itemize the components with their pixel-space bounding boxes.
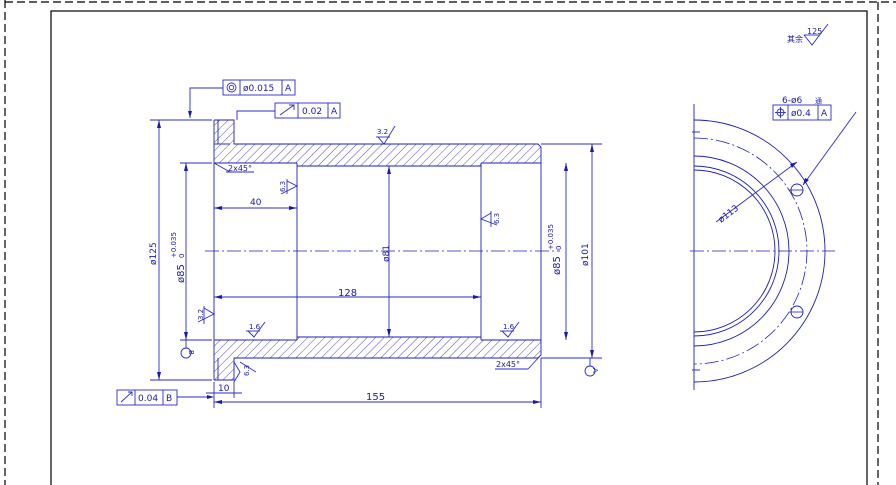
- runout-bottom-datum: B: [166, 394, 172, 404]
- drawing-frame: [50, 10, 868, 485]
- pcd-text: ø113: [717, 204, 741, 226]
- bottom-wall-hatch: [214, 337, 541, 380]
- dim-tol-85-right-up: +0.035: [547, 224, 555, 250]
- tolerance-frame-concentricity: ø0.015 A: [188, 79, 296, 118]
- dim-text-40: 40: [250, 198, 262, 208]
- general-roughness-note: 其余 125: [787, 23, 829, 46]
- roughness-6-3-c: 6.3: [233, 361, 257, 383]
- holes-label: 6-ø6: [782, 96, 802, 106]
- roughness-6-3-a: 6.3: [279, 179, 299, 195]
- tolerance-frame-runout-top: 0.02 A: [236, 102, 341, 120]
- position-icon: [775, 107, 786, 118]
- holes-suffix: 通: [815, 96, 822, 105]
- outline-top: [214, 119, 542, 163]
- dim-text-85-right: ø85: [552, 256, 563, 275]
- roughness-6-3-a-text: 6.3: [279, 181, 287, 192]
- dim-text-128: 128: [338, 288, 357, 299]
- concentricity-datum: A: [285, 84, 292, 94]
- chamfer-leader-bottom: [527, 354, 542, 370]
- pcd-dim-arrow: [790, 162, 797, 168]
- top-wall-hatch: [214, 120, 541, 166]
- holes-leader-line: [802, 111, 857, 186]
- general-roughness-prefix: 其余: [787, 34, 803, 44]
- pcd-dim-line: [715, 161, 798, 223]
- dim-text-10: 10: [218, 384, 230, 394]
- roughness-3-2-left: 3.2: [197, 306, 215, 324]
- roughness-1-6-a: 1.6: [246, 321, 266, 338]
- dim-text-155: 155: [366, 392, 385, 403]
- dim-tol-85-left-up: +0.035: [170, 232, 178, 258]
- section-view: ø125 ø85 +0.035 0 ø81 ø85 +0.035 0 ø101 …: [116, 79, 602, 408]
- roughness-3-2-left-text: 3.2: [197, 309, 205, 320]
- datum-a-symbol: A: [584, 358, 599, 377]
- chamfer-leader-top: [213, 162, 231, 173]
- dim-text-85-left: ø85: [176, 264, 187, 283]
- concentricity-icon: [226, 82, 237, 93]
- roughness-6-3-c-text: 6.3: [243, 365, 251, 376]
- position-value: ø0.4: [791, 109, 811, 119]
- roughness-3-2-top-text: 3.2: [377, 128, 388, 136]
- tolerance-frame-runout-bottom: 0.04 B: [116, 389, 214, 406]
- dim-tol-85-right-low: 0: [555, 246, 563, 250]
- dim-text-125: ø125: [149, 242, 159, 265]
- chamfer-text-bottom: 2x45°: [496, 360, 520, 369]
- roughness-1-6-b: 1.6: [500, 321, 520, 338]
- dim-text-81: ø81: [382, 245, 392, 262]
- outline-bottom: [214, 340, 542, 381]
- general-roughness-value: 125: [807, 27, 822, 36]
- end-view: ø113 6-ø6 通 ø0.4 A: [690, 96, 857, 390]
- roughness-1-6-b-text: 1.6: [503, 323, 515, 331]
- runout-icon: [120, 391, 133, 403]
- concentricity-value: ø0.015: [243, 84, 274, 94]
- datum-b-symbol: B: [180, 340, 195, 359]
- runout-top-value: 0.02: [302, 107, 322, 117]
- position-datum: A: [821, 109, 828, 119]
- runout-top-datum: A: [331, 107, 338, 117]
- runout-icon: [279, 104, 295, 116]
- chamfer-text-top: 2x45°: [228, 164, 252, 173]
- runout-bottom-value: 0.04: [138, 394, 158, 404]
- datum-a-text: A: [591, 368, 599, 373]
- roughness-6-3-b: 6.3: [479, 211, 501, 227]
- roughness-6-3-b-text: 6.3: [493, 213, 501, 224]
- datum-b-text: B: [187, 350, 195, 355]
- holes-leader-arrow: [803, 178, 809, 185]
- roughness-1-6-a-text: 1.6: [249, 323, 261, 331]
- dim-tol-85-left-low: 0: [178, 254, 186, 258]
- roughness-3-2-top: 3.2: [376, 125, 396, 145]
- tolerance-frame-position: ø0.4 A: [772, 104, 832, 121]
- dim-text-101: ø101: [581, 243, 591, 266]
